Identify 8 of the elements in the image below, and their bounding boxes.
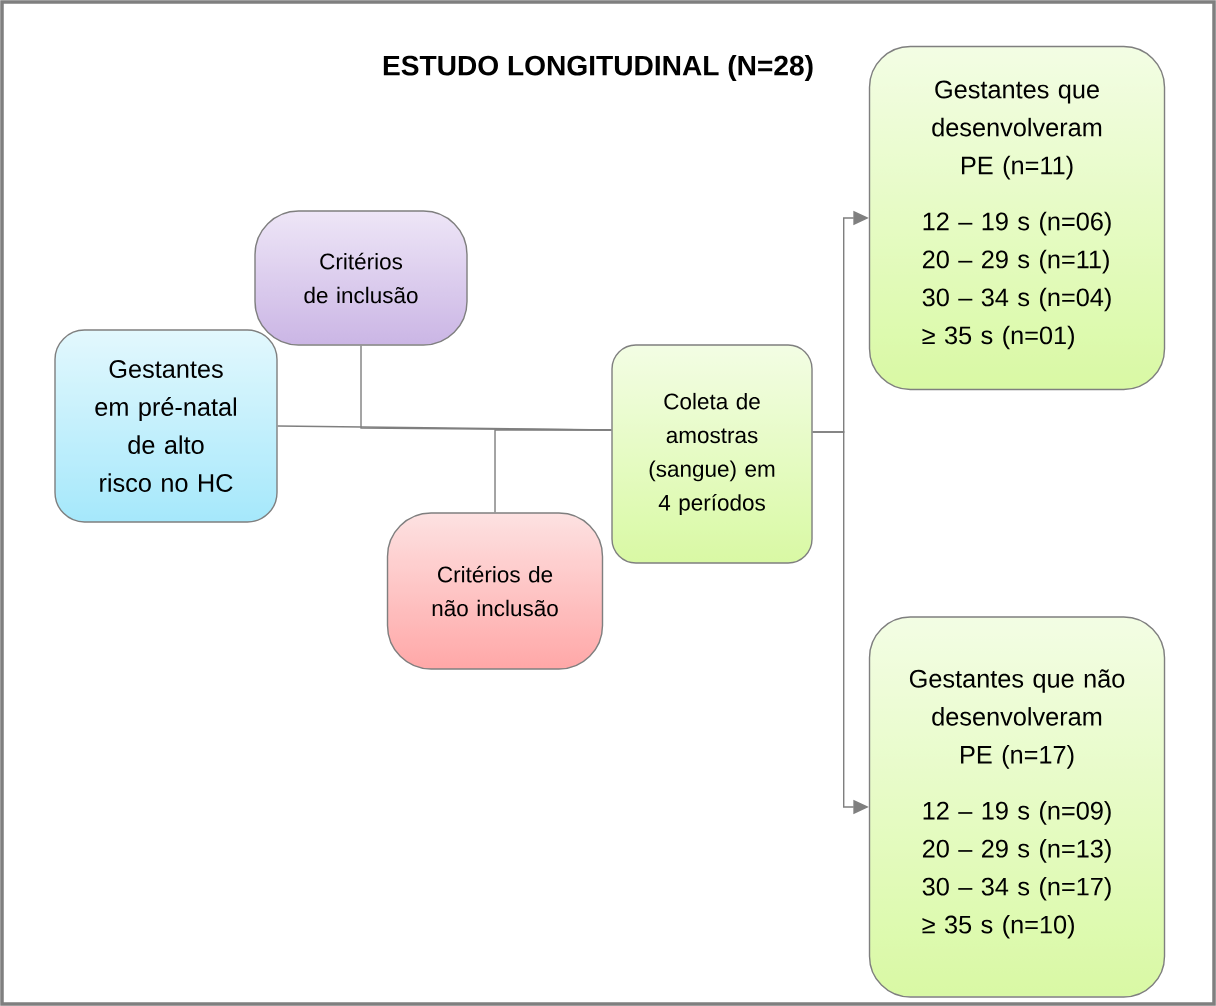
title: ESTUDO LONGITUDINAL (N=28) — [383, 54, 813, 82]
process-box: Critérios de inclusão — [254, 210, 468, 346]
process-box: Gestantes em pré-natal de alto risco no HC — [54, 329, 278, 523]
process-box: Gestantes que não desenvolveram PE (n=17) 12 – 19 s (n=09) 20 – 29 s (n=13) 30 – 34 s (n=17) ≥ 35 s (n=10) — [868, 616, 1166, 998]
process-box: Coleta de amostras (sangue) em 4 períodos — [611, 344, 813, 564]
connector — [494, 429, 612, 513]
process-box: Critérios de não inclusão — [386, 512, 604, 670]
process-box: Gestantes que desenvolveram PE (n=11) 12 – 19 s (n=06) 20 – 29 s (n=11) 30 – 34 s (n=04) ≥ 35 s (n=01) — [868, 45, 1166, 391]
